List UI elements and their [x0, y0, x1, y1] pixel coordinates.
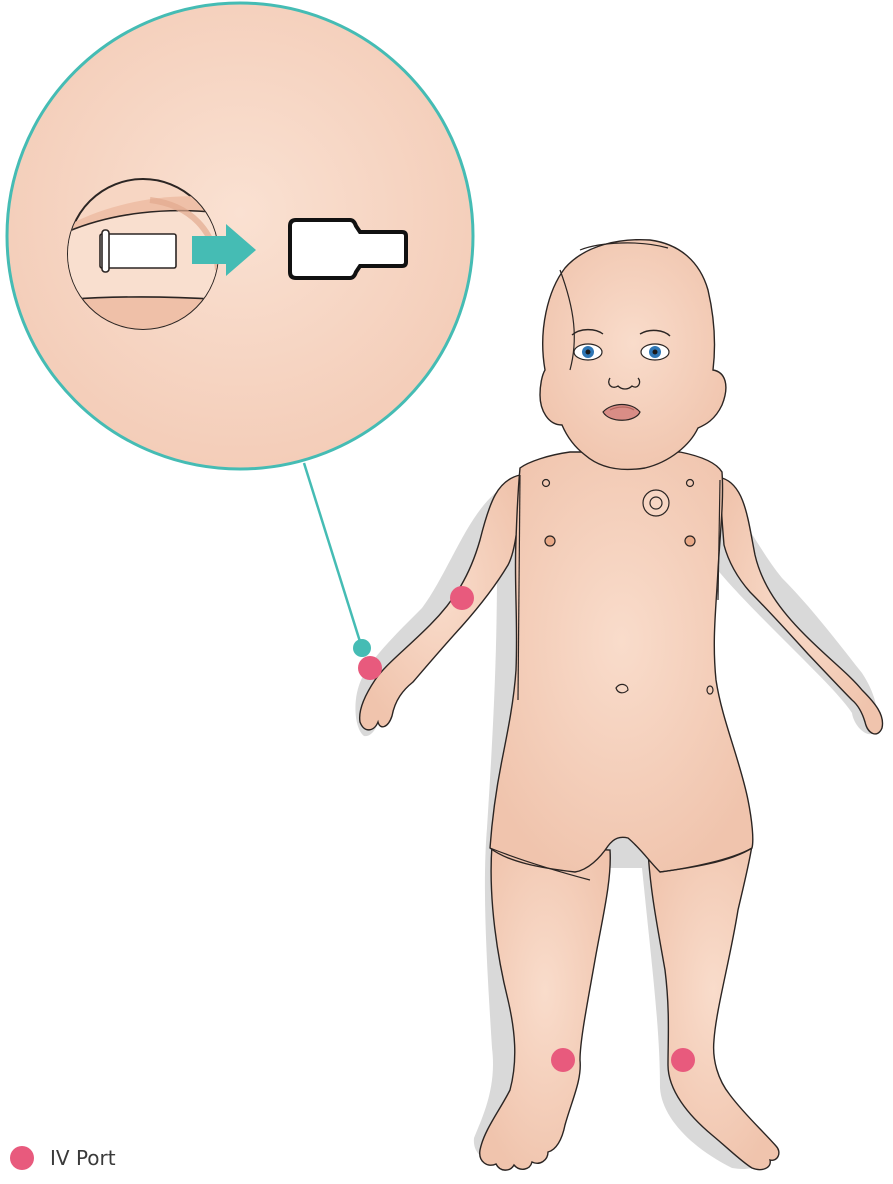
callout-connector-line [304, 463, 362, 648]
iv-port-marker [450, 586, 474, 610]
iv-port-marker [671, 1048, 695, 1072]
iv-port-marker [358, 656, 382, 680]
legend: IV Port [10, 1146, 116, 1170]
legend-iv-port-label: IV Port [50, 1146, 116, 1170]
legend-iv-port-swatch [10, 1146, 34, 1170]
manikin-body [360, 240, 883, 1170]
callout-anchor-marker [353, 639, 371, 657]
iv-port-marker [551, 1048, 575, 1072]
